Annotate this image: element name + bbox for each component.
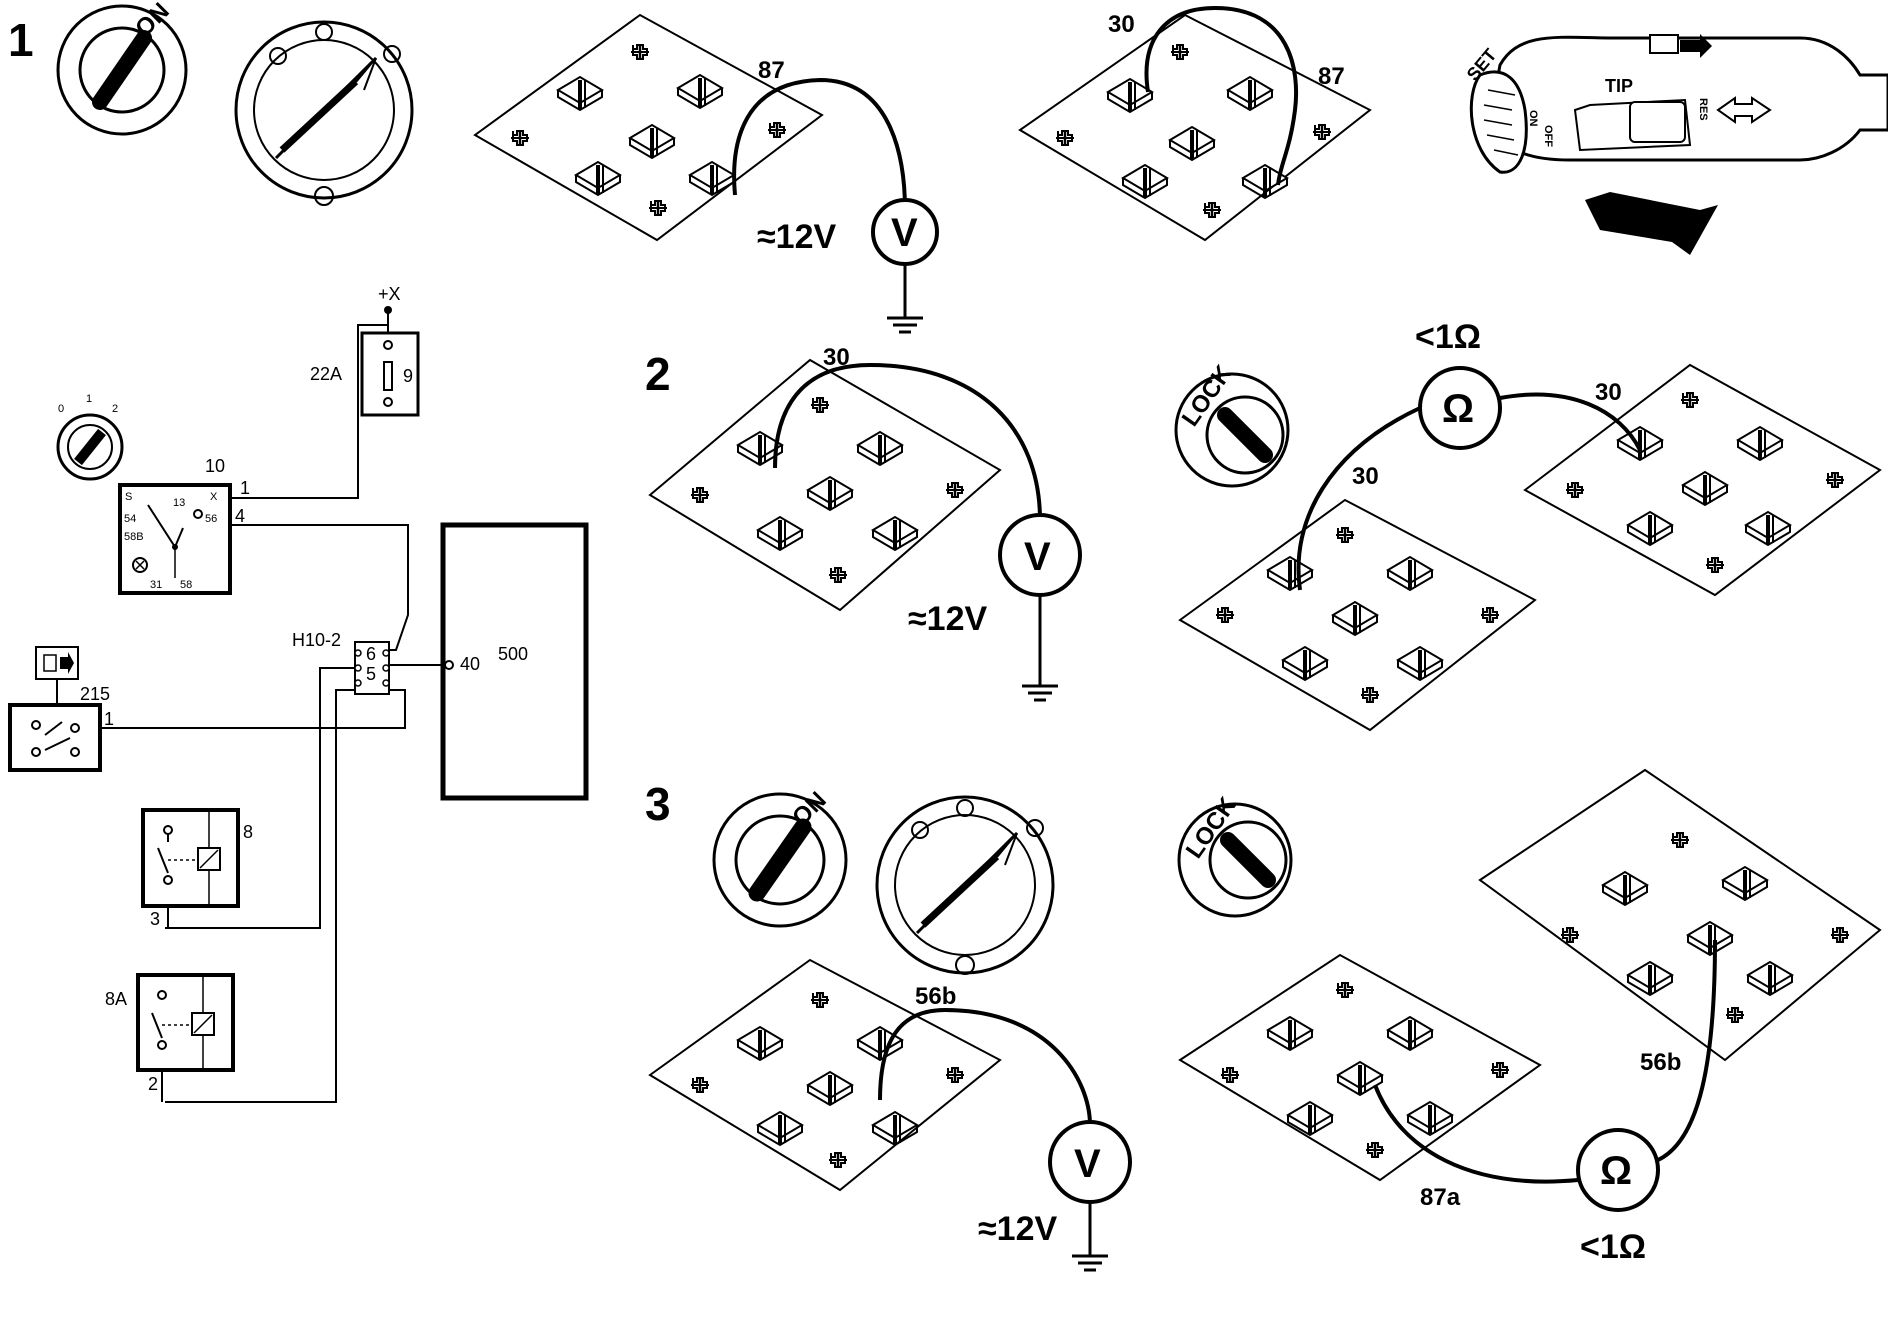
voltage-reading: ≈12V bbox=[908, 600, 987, 638]
resistance-reading: <1Ω bbox=[1580, 1228, 1646, 1266]
conn-pin-5: 5 bbox=[366, 664, 376, 684]
stalk-switch-215: 215 1 bbox=[8, 646, 114, 772]
supply-label: +X bbox=[378, 284, 401, 304]
switch-out-4: 4 bbox=[235, 506, 245, 526]
sw-pin-58b: 58B bbox=[124, 531, 144, 543]
terminal-56b-label: 56b bbox=[1640, 1049, 1681, 1076]
voltage-reading: ≈12V bbox=[757, 218, 836, 256]
ohmmeter-symbol: Ω bbox=[1600, 1149, 1632, 1193]
parking-light-icon bbox=[315, 23, 333, 41]
side-light-icon bbox=[269, 47, 287, 65]
module-pin-40: 40 bbox=[460, 654, 480, 674]
cruise-control-stalk: SET ON OFF TIP RES bbox=[1463, 34, 1888, 255]
resistance-reading: <1Ω bbox=[1415, 318, 1481, 356]
sw-pin-56: 56 bbox=[205, 513, 217, 525]
light-switch-knob bbox=[875, 795, 1055, 975]
sw-pin-x: X bbox=[210, 491, 218, 503]
headlight-flash-icon bbox=[43, 654, 57, 672]
terminal-56b-label: 56b bbox=[915, 983, 956, 1010]
voltmeter-symbol: V bbox=[891, 211, 918, 255]
switch-out-1: 1 bbox=[240, 478, 250, 498]
module-ref: 500 bbox=[498, 644, 528, 664]
sw-pin-54: 54 bbox=[124, 513, 136, 525]
double-arrow-icon bbox=[1716, 96, 1772, 124]
dial-pos-2: 2 bbox=[112, 403, 118, 415]
fuse-ref: 22A bbox=[310, 364, 342, 384]
side-light-icon bbox=[911, 821, 929, 839]
relay-socket-87-test: 87 V ≈12V bbox=[473, 13, 939, 334]
sw-pin-31: 31 bbox=[150, 579, 162, 591]
stalk-res-label: RES bbox=[1697, 98, 1709, 121]
relay-8-ref: 8 bbox=[243, 822, 253, 842]
relay-socket-30-voltage-test: 30 V ≈12V bbox=[648, 344, 1082, 702]
relay-socket-56b-voltage-test: 56b V ≈12V bbox=[648, 958, 1132, 1272]
voltmeter-symbol: V bbox=[1074, 1142, 1101, 1186]
terminal-87a-label: 87a bbox=[1420, 1184, 1461, 1211]
headlight-icon bbox=[1026, 819, 1044, 837]
relay-8a-pin: 2 bbox=[148, 1074, 158, 1094]
headlight-flash-icon bbox=[1649, 34, 1679, 54]
parking-light-icon bbox=[956, 799, 974, 817]
sw-pin-s: S bbox=[125, 491, 132, 503]
relay-8-pin: 3 bbox=[150, 909, 160, 929]
terminal-30-label: 30 bbox=[1108, 11, 1135, 38]
ohmmeter-symbol: Ω bbox=[1442, 387, 1474, 431]
ignition-switch-on: ON bbox=[712, 787, 848, 928]
terminal-87-label: 87 bbox=[1318, 63, 1345, 90]
light-switch-knob bbox=[234, 20, 414, 206]
dial-pos-0: 0 bbox=[58, 403, 64, 415]
relay-8a-ref: 8A bbox=[105, 989, 127, 1009]
stalk-tip-label: TIP bbox=[1605, 76, 1633, 96]
step-2-number: 2 bbox=[645, 348, 671, 400]
terminal-30-label: 30 bbox=[1352, 463, 1379, 490]
relay-8a: 8A 2 bbox=[105, 973, 235, 1102]
headlight-icon bbox=[383, 45, 401, 63]
relay-socket-30-continuity-test: <1Ω Ω 30 30 bbox=[1178, 318, 1882, 732]
fuse-number: 9 bbox=[403, 366, 413, 386]
voltage-reading: ≈12V bbox=[978, 1210, 1057, 1248]
pull-direction-arrow-icon bbox=[1585, 192, 1718, 255]
switch-ref: 10 bbox=[205, 456, 225, 476]
ignition-switch-on: ON bbox=[56, 0, 188, 136]
voltmeter-symbol: V bbox=[1024, 535, 1051, 579]
step-1-number: 1 bbox=[8, 14, 34, 66]
terminal-87-label: 87 bbox=[758, 57, 785, 84]
off-light-icon bbox=[314, 186, 334, 206]
sw-pin-13: 13 bbox=[173, 497, 185, 509]
dial-pos-1: 1 bbox=[86, 393, 92, 405]
step-3-number: 3 bbox=[645, 778, 671, 830]
relay-socket-30-87-bridge: 30 87 bbox=[1018, 5, 1372, 242]
terminal-30-label: 30 bbox=[1595, 379, 1622, 406]
conn-pin-6: 6 bbox=[366, 644, 376, 664]
off-light-icon bbox=[955, 955, 975, 975]
control-module-500 bbox=[440, 522, 589, 801]
stalk-ref: 215 bbox=[80, 684, 110, 704]
switch-position-dial: 0 1 2 bbox=[56, 393, 124, 481]
wiring-schematic: +X 9 22A 0 1 2 10 S 13 X 54 56 58B 31 58… bbox=[8, 284, 589, 1103]
sw-pin-58: 58 bbox=[180, 579, 192, 591]
relay-socket-56b-87a-continuity-test: 56b 87a Ω <1Ω bbox=[1178, 768, 1882, 1266]
stalk-pin-1: 1 bbox=[104, 709, 114, 729]
ignition-switch-lock: LOCK bbox=[1177, 792, 1293, 918]
ignition-switch-lock: LOCK bbox=[1174, 360, 1290, 488]
fuse-icon bbox=[383, 361, 393, 391]
terminal-30-label: 30 bbox=[823, 344, 850, 371]
stalk-on-label: ON bbox=[1527, 110, 1539, 127]
stalk-off-label: OFF bbox=[1542, 125, 1554, 147]
relay-8: 8 3 bbox=[141, 808, 253, 929]
connector-ref: H10-2 bbox=[292, 630, 341, 650]
